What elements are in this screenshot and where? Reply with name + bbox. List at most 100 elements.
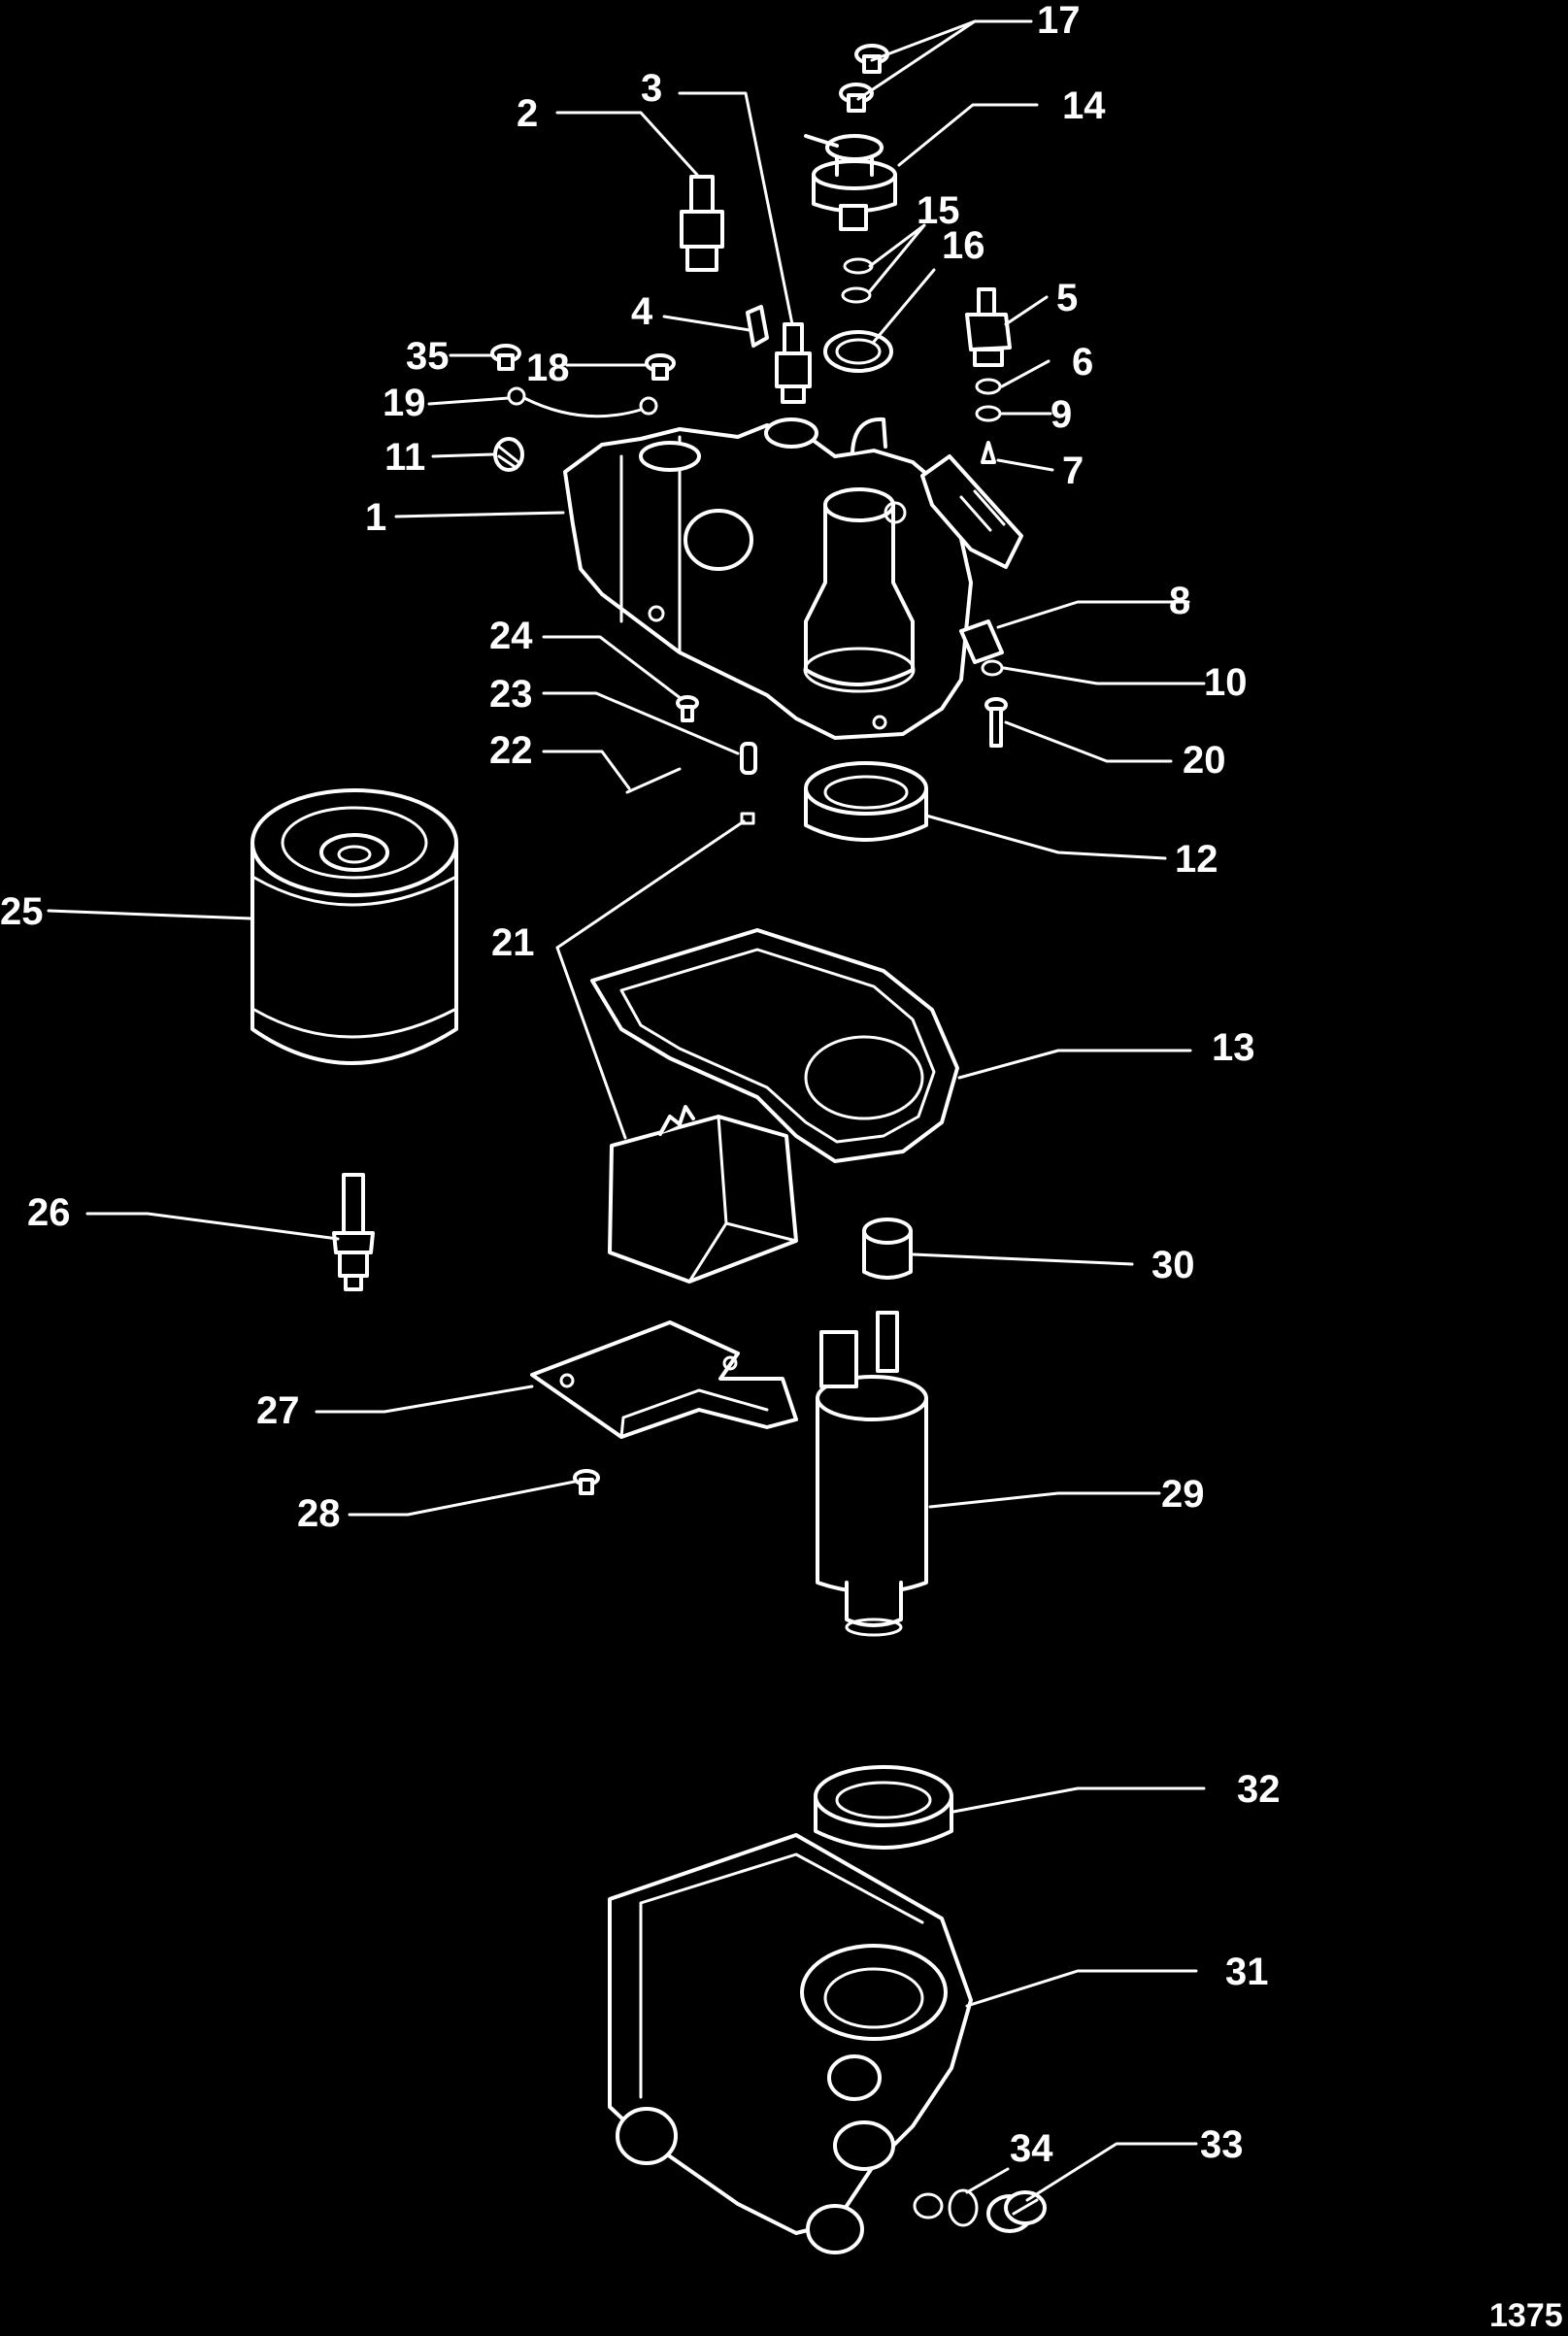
part-32-ring [814, 1765, 953, 1850]
part-12-ring [804, 761, 928, 842]
callout-8: 8 [1169, 580, 1190, 622]
leader-23 [542, 691, 740, 755]
callout-28: 28 [297, 1492, 341, 1535]
callout-labels: 17 14 15 16 2 3 4 5 6 9 7 35 18 19 11 1 … [0, 0, 1281, 2170]
leader-11 [431, 452, 495, 458]
part-34-o-ring [948, 2188, 979, 2227]
part-15-o-rings [841, 257, 874, 304]
callout-32: 32 [1237, 1768, 1281, 1811]
leader-13 [957, 1049, 1192, 1080]
part-30-bushing [862, 1218, 913, 1280]
part-2-hose-fitting [680, 175, 724, 272]
callout-2: 2 [517, 92, 538, 135]
callout-16: 16 [942, 224, 985, 267]
part-7-plug [981, 441, 996, 464]
leader-5 [1004, 295, 1049, 326]
part-10-o-ring [981, 659, 1004, 677]
leader-10 [1002, 666, 1206, 685]
leader-32 [951, 1786, 1206, 1814]
part-21-cover [608, 1105, 798, 1284]
part-24-screw [676, 695, 699, 722]
leader-25 [47, 909, 252, 920]
callout-35: 35 [406, 335, 450, 378]
leader-3 [678, 91, 794, 326]
callout-19: 19 [383, 382, 426, 424]
part-17-screws [839, 44, 889, 113]
leader-1 [394, 511, 565, 518]
callout-4: 4 [631, 290, 653, 333]
leader-26 [85, 1212, 340, 1241]
callout-33: 33 [1200, 2123, 1244, 2166]
callout-23: 23 [489, 673, 533, 716]
callout-27: 27 [256, 1389, 300, 1432]
callout-9: 9 [1051, 393, 1072, 436]
callout-10: 10 [1204, 661, 1248, 704]
part-9-o-ring [975, 405, 1002, 422]
leader-16 [872, 268, 936, 344]
callout-1: 1 [365, 496, 386, 539]
part-6-o-ring [975, 378, 1002, 395]
callout-20: 20 [1183, 739, 1226, 782]
leader-lines [47, 19, 1206, 2202]
leader-31 [965, 1969, 1198, 2008]
part-22-rod [625, 767, 682, 794]
part-3-fitting [775, 322, 812, 404]
leader-15 [868, 223, 926, 293]
leader-4 [662, 315, 751, 332]
part-28-screw [573, 1469, 600, 1495]
leader-17 [856, 19, 1033, 101]
callout-22: 22 [489, 729, 533, 772]
part-11-fitting [493, 437, 524, 472]
leader-7 [996, 458, 1054, 472]
leader-27 [315, 1385, 534, 1414]
callout-31: 31 [1225, 1951, 1269, 1993]
leader-14 [897, 103, 1039, 167]
part-31-lower-housing [608, 1833, 973, 2254]
part-5-sensor [965, 287, 1012, 367]
callout-12: 12 [1175, 838, 1218, 881]
part-27-bracket [530, 1320, 798, 1439]
leader-21 [555, 819, 746, 1140]
part-35-screw [490, 344, 521, 371]
leader-30 [911, 1252, 1134, 1266]
callout-15: 15 [917, 189, 960, 232]
leader-12 [924, 814, 1167, 860]
leader-29 [928, 1491, 1161, 1509]
leader-19 [427, 396, 511, 406]
callout-17: 17 [1037, 0, 1081, 42]
callout-18: 18 [526, 347, 570, 389]
callout-25: 25 [0, 890, 44, 933]
leader-2 [555, 111, 699, 177]
callout-13: 13 [1212, 1026, 1255, 1069]
part-13-gasket [590, 928, 959, 1163]
leader-8 [996, 600, 1190, 629]
callout-24: 24 [489, 615, 533, 657]
part-20-screw [984, 697, 1008, 748]
leader-22 [542, 750, 631, 790]
leader-24 [542, 635, 684, 701]
callout-34: 34 [1010, 2127, 1053, 2170]
callout-11: 11 [384, 436, 425, 479]
part-1-main-housing [563, 417, 1023, 740]
callout-14: 14 [1062, 84, 1106, 127]
part-23-pin [740, 742, 757, 775]
part-33-drain-plug [986, 2190, 1047, 2233]
leader-34 [965, 2167, 1010, 2194]
callout-21: 21 [491, 921, 535, 964]
figure-number: 1375 [1489, 2297, 1563, 2334]
part-19-ground-strap [507, 386, 658, 418]
leader-6 [1000, 359, 1051, 388]
part-29-fuel-pump [816, 1311, 928, 1637]
callout-7: 7 [1062, 450, 1084, 492]
part-14-pressure-regulator [804, 134, 897, 231]
callout-3: 3 [641, 67, 662, 110]
callout-6: 6 [1072, 341, 1093, 384]
leader-28 [348, 1480, 577, 1517]
callout-26: 26 [27, 1191, 71, 1234]
part-16-seal-ring [823, 330, 893, 373]
part-26-sensor [332, 1173, 375, 1291]
callout-30: 30 [1151, 1244, 1195, 1286]
callout-5: 5 [1056, 277, 1078, 319]
part-4-clip [746, 305, 769, 348]
